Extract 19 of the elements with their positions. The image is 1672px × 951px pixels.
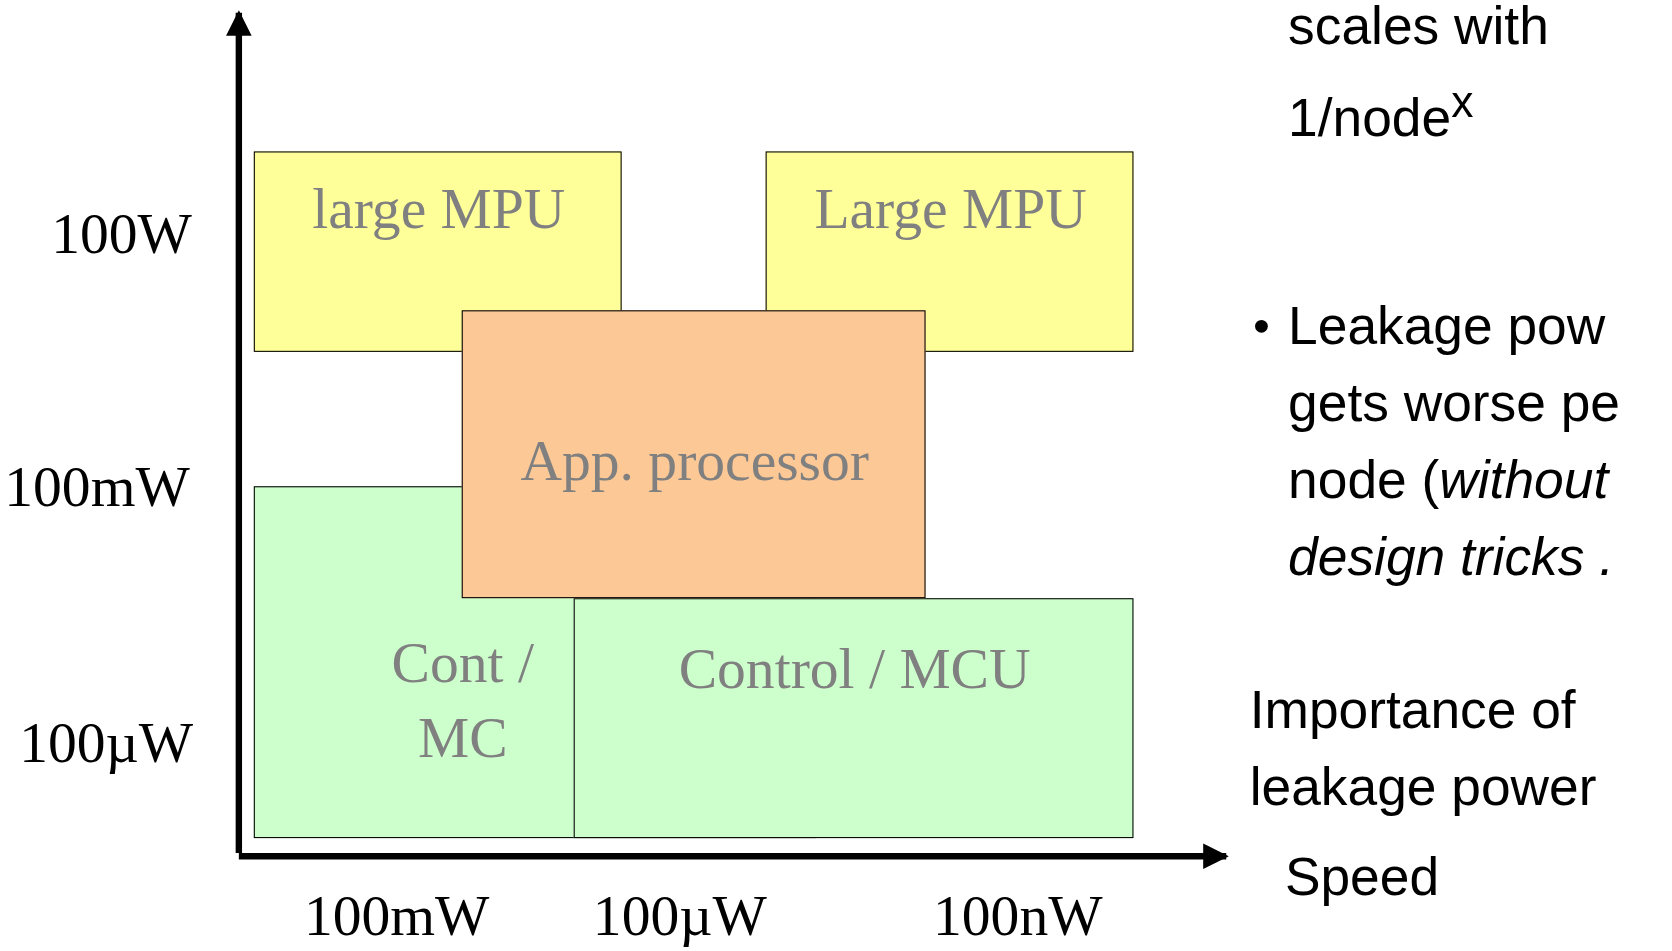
bullet-text: Leakage pow gets worse pe node (without design tricks . [1288,295,1621,589]
note-text: scales with 1/node$^{x}$ [1288,0,1550,150]
block-label: Large MPU [813,176,1088,243]
axis-tick-label: 100nW [933,882,1103,949]
axis-tick-label: 100mW [4,454,190,521]
processor-block [253,151,622,352]
axis-tick-label: 100mW [303,882,490,949]
axis-title: Importance of leakage power [1249,679,1598,819]
axis-tick-label: 100µW [19,710,194,777]
block-label: Control / MCU [677,635,1032,703]
block-label: App. processor [519,427,870,495]
axis-title: Speed [1284,845,1440,909]
block-label: Cont / MC [390,630,535,772]
processor-block [765,151,1134,352]
block-label: large MPU [311,176,567,243]
processor-block [573,598,1134,839]
processor-block [461,310,926,599]
axis-tick-label: 100µW [592,882,767,949]
axis-tick-label: 100W [51,200,192,267]
